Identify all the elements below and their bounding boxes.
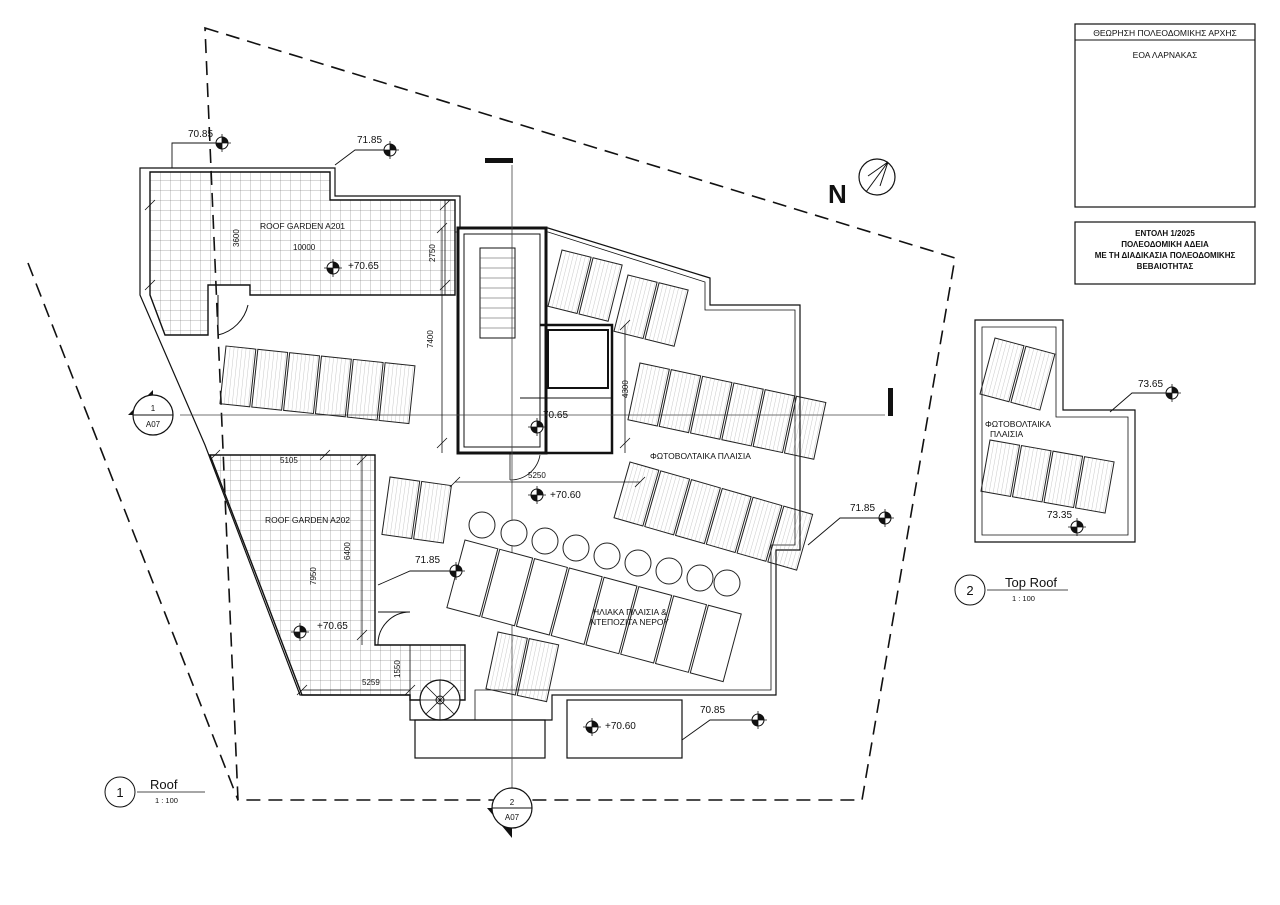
level-70-65-core: 70.65	[543, 410, 568, 421]
site-boundary-left	[27, 262, 239, 801]
water-tanks	[468, 511, 741, 597]
view-title-top-roof: 2 Top Roof 1 : 100	[954, 574, 1068, 606]
section-marker-1-sheet: A07	[146, 420, 161, 429]
level-marker-70-60-a	[527, 485, 547, 505]
dim-7400: 7400	[426, 330, 435, 348]
north-label: N	[828, 179, 847, 209]
view-top-roof-scale: 1 : 100	[1012, 594, 1035, 603]
north-arrow-icon	[858, 158, 896, 196]
top-roof-inner	[981, 326, 1129, 536]
dim-5259: 5259	[362, 678, 380, 687]
section-marker-2-number: 2	[510, 798, 515, 807]
lower-box-left	[414, 719, 546, 759]
pv-panel-group-7	[485, 631, 560, 703]
notice-line-1: ΕΝΤΟΛΗ 1/2025	[1135, 229, 1195, 238]
dim-5105: 5105	[280, 456, 298, 465]
level-marker-70-85-b	[748, 710, 768, 730]
leader-lines	[171, 142, 1172, 741]
stamp-box	[1074, 23, 1256, 208]
section-marker-2-sheet: A07	[505, 813, 520, 822]
notice-line-2: ΠΟΛΕΟΔΟΜΙΚΗ ΑΔΕΙΑ	[1121, 240, 1209, 249]
dim-2750: 2750	[428, 244, 437, 262]
room-label-pv-top-2: ΠΛΑΙΣΙΑ	[990, 429, 1023, 439]
stamp-header: ΘΕΩΡΗΣΗ ΠΟΛΕΟΔΟΜΙΚΗΣ ΑΡΧΗΣ	[1093, 28, 1236, 38]
room-label-pv-top-1: ΦΩΤΟΒΟΛΤΑΙΚΑ	[985, 419, 1051, 429]
lower-box-right	[566, 699, 683, 759]
dim-3600: 3600	[232, 229, 241, 247]
view-roof-number: 1	[116, 785, 123, 800]
level-marker-73-65	[1162, 383, 1182, 403]
pv-panel-group-1	[219, 345, 416, 425]
level-70-60-a: +70.60	[550, 490, 581, 501]
section-cut-mark-right	[888, 388, 893, 416]
level-marker-71-85-c	[875, 508, 895, 528]
stamp-authority: ΕΟΑ ΛΑΡΝΑΚΑΣ	[1133, 50, 1198, 60]
room-label-pv-main: ΦΩΤΟΒΟΛΤΑΙΚΑ ΠΛΑΙΣΙΑ	[650, 451, 751, 461]
level-73-65: 73.65	[1138, 379, 1163, 390]
dim-1550: 1550	[393, 660, 402, 678]
dim-4300: 4300	[621, 380, 630, 398]
notice-line-4: ΒΕΒΑΙΟΤΗΤΑΣ	[1137, 262, 1194, 271]
section-marker-1: 1 A07	[128, 390, 174, 436]
section-marker-1-number: 1	[151, 404, 156, 413]
section-cut-mark-top	[485, 158, 513, 163]
stair-core	[456, 226, 614, 481]
top-roof-panels-a	[979, 337, 1056, 411]
view-roof-scale: 1 : 100	[155, 796, 178, 805]
dim-5250: 5250	[528, 471, 546, 480]
view-top-roof-title: Top Roof	[1005, 575, 1057, 590]
pv-panel-group-2	[547, 249, 623, 322]
level-71-85-c: 71.85	[850, 503, 875, 514]
level-marker-71-85-a	[380, 140, 400, 160]
spiral-stair	[419, 679, 461, 721]
level-73-35: 73.35	[1047, 510, 1072, 521]
top-roof-outline	[974, 319, 1136, 543]
room-label-roof-garden-a201: ROOF GARDEN A201	[260, 221, 345, 231]
notice-line-3: ΜΕ ΤΗ ΔΙΑΔΙΚΑΣΙΑ ΠΟΛΕΟΔΟΜΙΚΗΣ	[1095, 251, 1236, 260]
dimension-lines	[144, 171, 646, 700]
view-roof-title: Roof	[150, 777, 178, 792]
level-70-65-b: +70.65	[317, 621, 348, 632]
level-71-85-a: 71.85	[357, 135, 382, 146]
solar-water-heaters	[446, 539, 742, 683]
door-swing-a201	[217, 295, 249, 336]
room-label-roof-garden-a202: ROOF GARDEN A202	[265, 515, 350, 525]
level-70-60-b: +70.60	[605, 721, 636, 732]
view-top-roof-number: 2	[966, 583, 973, 598]
pv-panel-group-4	[627, 362, 827, 460]
level-70-65-a: +70.65	[348, 261, 379, 272]
level-70-85-b: 70.85	[700, 705, 725, 716]
roof-garden-a201-tiles	[149, 171, 456, 336]
level-marker-70-85-a	[212, 133, 232, 153]
top-roof-panels-b	[980, 439, 1115, 514]
dim-6400: 6400	[343, 542, 352, 560]
pv-panel-group-6	[381, 476, 452, 544]
door-swing-a202	[377, 611, 411, 646]
level-70-85-a: 70.85	[188, 129, 213, 140]
dim-10000: 10000	[293, 243, 316, 252]
room-label-solar-water-2: ΝΤΕΠΟΖΙΤΑ ΝΕΡΟΥ	[590, 617, 669, 627]
room-label-solar-water-1: ΗΛΙΑΚΑ ΠΛΑΙΣΙΑ &	[593, 607, 667, 617]
section-marker-2: 2 A07	[487, 787, 533, 838]
level-marker-70-60-b	[582, 717, 602, 737]
level-71-85-b: 71.85	[415, 555, 440, 566]
notice-box	[1074, 221, 1256, 285]
dim-7950: 7950	[309, 567, 318, 585]
view-title-roof: 1 Roof 1 : 100	[104, 776, 205, 808]
